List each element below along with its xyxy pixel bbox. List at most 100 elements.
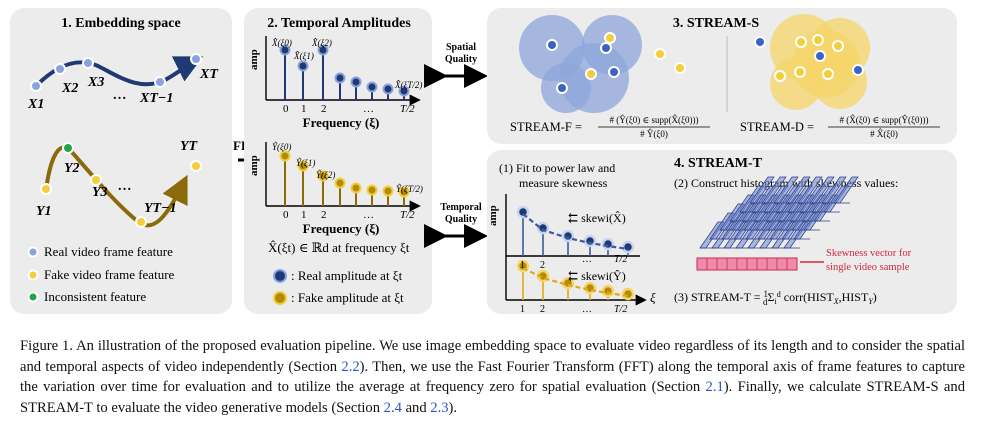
temporal-label-1: Temporal [440,202,482,213]
tick-1-top: 1 [301,103,307,115]
fake-amp-label-t2: Ŷ(ξT/2) [396,184,423,194]
real-amp-label-t2: X̂(ξT/2) [394,80,422,90]
xlabel-top: Frequency (ξ) [303,115,380,130]
tick-2-top: 2 [321,103,327,115]
caption-ref-4[interactable]: 2.3 [430,399,449,416]
legend-real-amplitude: : Real amplitude at ξt [291,268,403,283]
amplitude-point [350,182,362,194]
fit-tick-2-bottom: 2 [540,304,545,315]
label-y1: Y1 [36,204,52,219]
tick-1-bottom: 1 [301,209,307,221]
tick-2-bottom: 2 [321,209,327,221]
fit-point [561,229,575,243]
panel-stream-t: 4. STREAM-T (1) Fit to power law and mea… [487,150,957,315]
label-x-ellipsis: … [113,88,127,103]
amplitude-definition: X̂(ξt) ∈ ℝd at frequency ξt [268,240,410,255]
caption-ref-2[interactable]: 2.1 [705,379,724,395]
stream-d-denominator: # X̂(ξ0) [870,128,898,139]
fit-point [536,221,550,235]
stream-d-numerator: # (X̂(ξ0) ∈ supp(Ŷ(ξ0))) [840,114,929,125]
fake-power-law-fit [516,259,635,301]
panel2-title: 2. Temporal Amplitudes [267,16,411,31]
fake-amp-label-1: Ŷ(ξ1) [296,158,315,168]
pipeline-figure: 1. Embedding space X1 X2 X3 … XT−1 XT [10,8,957,315]
label-yt: YT [180,139,199,154]
tick-t2-top: T/2 [400,103,415,115]
label-x1: X1 [27,97,44,112]
fit-tick-t2-bottom: T/2 [614,304,627,315]
fit-tick-t2-top: T/2 [614,254,627,265]
spatial-label-2: Quality [445,54,477,65]
skew-vector-note-1: Skewness vector for [826,248,912,259]
caption-part2: ). Then, we use the Fast Fourier Transfo… [20,358,965,396]
caption-ref-3[interactable]: 2.4 [383,399,402,416]
stream-d-lhs: STREAM-D = [740,120,814,134]
real-amp-label-2: X̂(ξ2) [311,38,332,48]
caption-part5: ). [448,399,458,416]
fake-point-labels: Y1 Y2 Y3 … YT−1 YT [36,139,199,219]
skew-vector-note-2: single video sample [826,262,910,273]
amplitude-point [398,85,410,97]
real-amp-label-0: X̂(ξ0) [271,38,292,48]
diversity-points [754,34,864,82]
fake-amplitude-stems [279,150,410,206]
skew-fake-label: ⇇ skewi(Ŷ) [568,269,626,283]
step1-line2: measure skewness [519,176,608,190]
spatial-quality-arrow: Spatial Quality [424,42,488,88]
amplitude-point [334,177,346,189]
fidelity-points [546,32,686,94]
panel-embedding-space: 1. Embedding space X1 X2 X3 … XT−1 XT [10,8,232,314]
spatial-label-1: Spatial [446,42,476,53]
skewness-histogram: Skewness vector for single video sample [696,176,912,273]
legend-fake-feature: Fake video frame feature [44,267,175,282]
caption-ref-1[interactable]: 2.2 [341,358,360,375]
xlabel-bottom: Frequency (ξ) [303,221,380,236]
label-y3: Y3 [92,185,108,200]
temporal-label-2: Quality [445,214,477,225]
label-y-ellipsis: … [118,179,132,194]
amplitude-point [366,81,378,93]
real-amplitude-chart: amp X̂(ξ0) X̂(ξ1) X̂(ξ2) X̂(ξT/2) 0 1 2 … [248,36,422,130]
amplitude-point [350,76,362,88]
real-amp-label-1: X̂(ξ1) [293,51,314,61]
fit-point [583,234,597,248]
fake-points [40,142,202,228]
amplitude-point [279,150,291,162]
panel4-title: 4. STREAM-T [674,156,763,171]
step1-line1: (1) Fit to power law and [499,161,615,175]
fit-tick-dots-bottom: … [582,304,592,315]
fake-amplitude-chart: amp Ŷ(ξ0) Ŷ(ξ1) Ŷ(ξ2) Ŷ(ξT/2) 0 1 2 … T/… [248,142,423,236]
stream-f-denominator: # Ŷ(ξ0) [640,129,668,139]
figure-caption: Figure 1. An illustration of the propose… [20,336,965,418]
fit-point [621,240,635,254]
fake-amp-label-0: Ŷ(ξ0) [272,142,291,152]
label-x3: X3 [87,75,104,90]
fit-tick-1-top: 1 [520,260,525,271]
caption-part1: Figure 1. An illustration of the propose… [20,338,965,375]
amplitude-point [382,185,394,197]
temporal-quality-arrow: Temporal Quality [424,202,488,248]
skew-real-label: ⇇ skewi(X̂) [568,211,626,225]
panel3-title: 3. STREAM-S [673,16,760,31]
stream-f-formula: STREAM-F = # (Ŷ(ξ0) ∈ supp(X̂(ξ0))) # Ŷ(… [510,114,710,139]
amp-label-bottom: amp [248,155,260,176]
fit-point [621,287,635,301]
tick-dots-top: … [363,103,374,115]
panel-stream-s: 3. STREAM-S [487,8,957,144]
fake-trajectory [44,145,188,228]
stream-d-formula: STREAM-D = # (X̂(ξ0) ∈ supp(Ŷ(ξ0))) # X̂… [740,114,940,139]
amplitude-point [334,72,346,84]
label-xt: XT [199,67,219,82]
xi-label: ξ [650,290,656,305]
legend-inconsistent-feature: Inconsistent feature [44,289,146,304]
amp-label-fit: amp [487,205,499,226]
amplitude-point [366,184,378,196]
panel-temporal-amplitudes: 2. Temporal Amplitudes amp X̂(ξ0) X̂(ξ1)… [244,8,432,314]
caption-part4: and [401,399,431,416]
stream-f-lhs: STREAM-F = [510,120,582,134]
legend-real-feature: Real video frame feature [44,244,173,259]
tick-t2-bottom: T/2 [400,209,415,221]
panel1-title: 1. Embedding space [61,16,180,31]
fit-point [516,205,530,219]
